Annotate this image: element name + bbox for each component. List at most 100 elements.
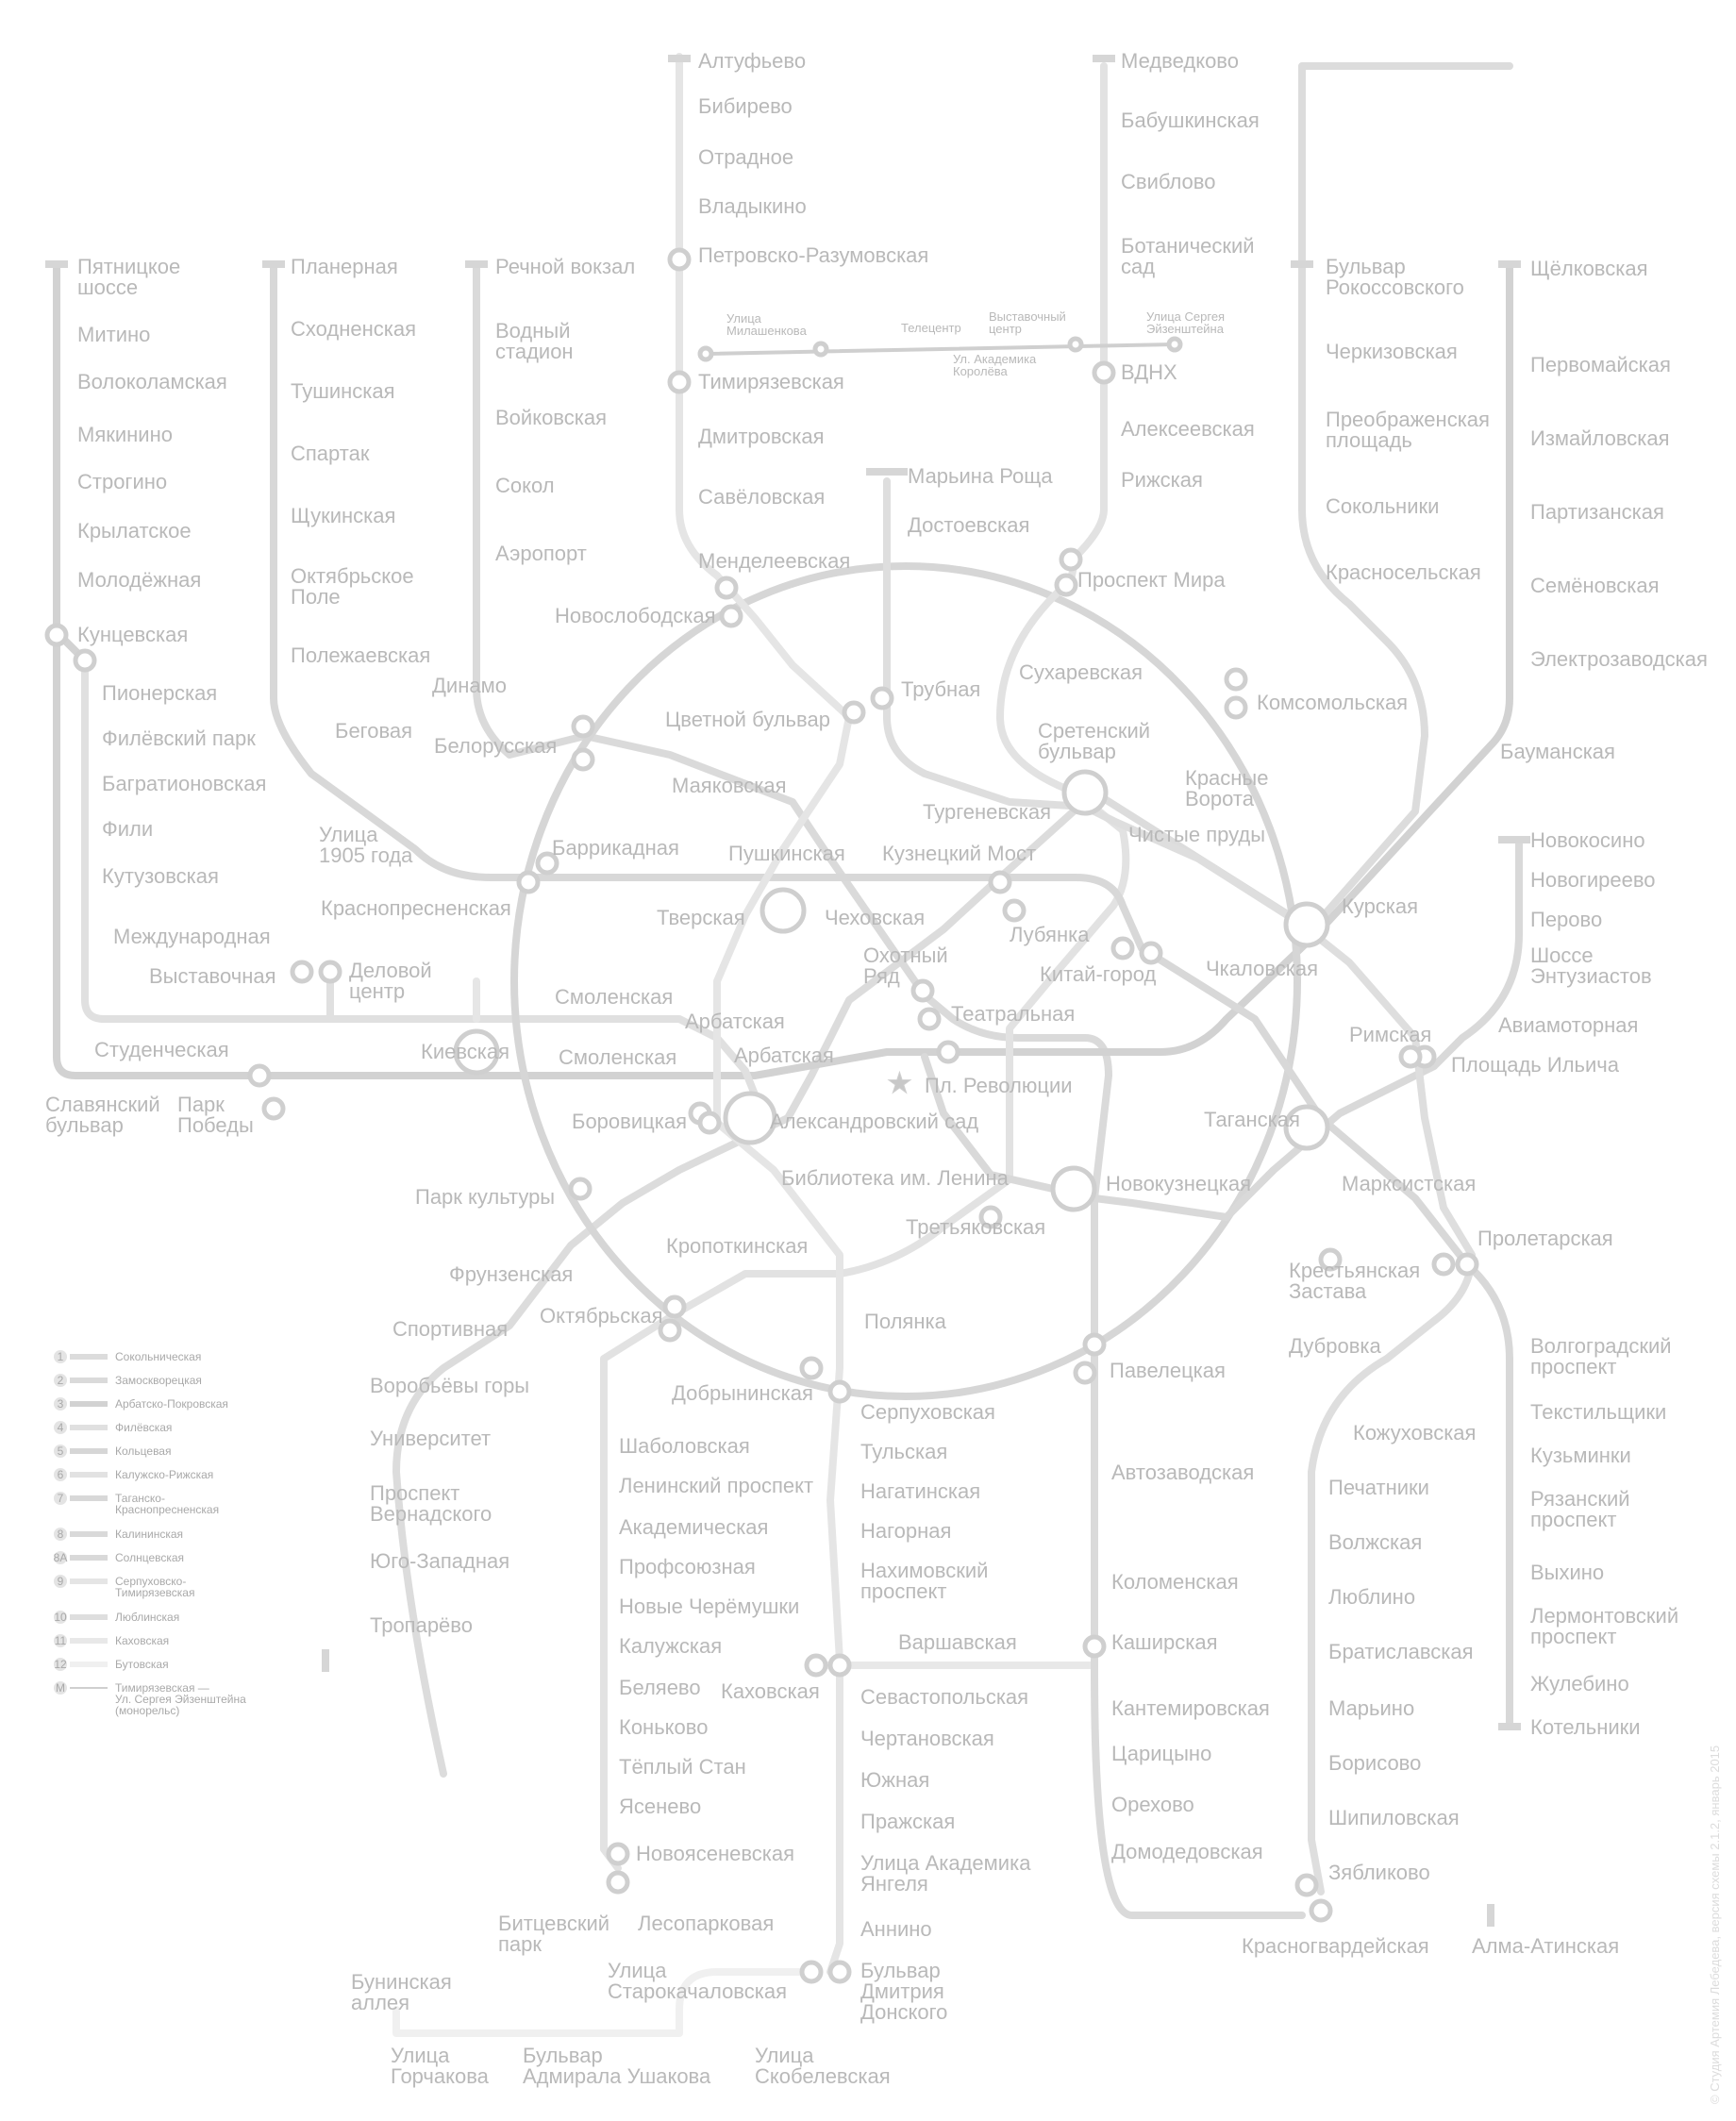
node [571,747,595,772]
station-label: Шаболовская [619,1434,750,1458]
station-label: Люблино [1328,1585,1415,1609]
station-label: Трубная [901,677,980,701]
station-label: Дубровка [1289,1334,1381,1358]
legend-line-number [54,1445,67,1458]
station-label: Тропарёво [370,1613,473,1637]
station-label: Кантемировская [1111,1696,1270,1720]
station-label: Пушкинская [728,842,845,865]
station-label: Выхино [1530,1561,1604,1584]
station-label: Спортивная [392,1317,508,1341]
legend-line-name: Солнцевская [115,1551,184,1564]
node [1166,336,1183,353]
legend-line-name: Кольцевая [115,1445,171,1458]
station-label: Волжская [1328,1530,1422,1554]
station-label: Полянка [864,1310,947,1333]
station-label: Марьина Роща [908,464,1053,488]
station-label: Спартак [291,442,370,465]
station-label: Кропоткинская [666,1234,808,1258]
station-label: Парк культуры [415,1185,555,1209]
station-label: Динамо [432,674,507,697]
station-label: Университет [370,1427,491,1450]
station-label: Южная [860,1768,929,1792]
station-label: Измайловская [1530,426,1670,450]
station-label: Строгино [77,470,167,493]
station-label: Павелецкая [1110,1359,1226,1382]
station-label: Нагатинская [860,1479,980,1503]
station-label: Царицыно [1111,1742,1211,1765]
station-label: Цветной бульвар [665,708,830,731]
station-label: Тульская [860,1440,947,1463]
station-label: Сокольники [1326,494,1439,518]
station-label: Первомайская [1530,353,1671,376]
legend-line-name: Каховская [115,1634,169,1647]
station-label: Кутузовская [102,864,219,888]
monorail-label: Телецентр [901,321,961,335]
station-label: Щукинская [291,504,395,527]
station-label: Митино [77,323,150,346]
node [290,960,314,984]
legend-line-name: Сокольническая [115,1350,201,1363]
station-label: Лубянка [1010,923,1090,946]
legend-line-name: Калужско-Рижская [115,1468,213,1481]
node [1224,667,1248,692]
line-7-taganskaya [270,260,1513,1730]
station-label: Тёплый Стан [619,1755,746,1779]
station-label: Савёловская [698,485,825,509]
legend-line-name: Бутовская [115,1658,169,1671]
legend-line-number [54,1681,67,1695]
node [988,870,1012,894]
station-label: Новоясеневская [636,1842,794,1865]
legend-line-name: Серпуховско-Тимирязевская [115,1575,194,1599]
node [697,1111,722,1135]
legend-line-number-text: 8А [54,1551,68,1564]
station-label: Римская [1349,1023,1431,1046]
node [1318,1247,1343,1272]
station-label: Щёлковская [1530,257,1648,280]
node [606,1842,630,1866]
node [1059,547,1083,572]
station-label: Домодедовская [1111,1840,1263,1863]
station-label: Чкаловская [1206,957,1318,980]
node [697,345,714,362]
copyright-credit: © Студия Артемия Лебедева, версия схемы … [1708,1745,1722,2104]
node [1455,1252,1479,1277]
node [606,1870,630,1895]
station-label: Китай-город [1040,962,1157,986]
station-label: Марьино [1328,1696,1414,1720]
station-label: Арбатская [734,1044,834,1067]
station-label: Бибирево [698,94,793,118]
legend-line-number-text: 1 [58,1350,64,1363]
station-label: Нагорная [860,1519,951,1543]
line-3-arbatsko-pokrovskaya [53,260,1513,1079]
station-label: Воробьёвы горы [370,1374,529,1397]
station-label: Полежаевская [291,643,430,667]
station-label: Пл. Революции [925,1074,1073,1097]
station-label: Молодёжная [77,568,201,592]
station-label: Смоленская [555,985,673,1009]
station-label: Октябрьская [540,1304,663,1328]
station-label: Комсомольская [1257,691,1408,714]
station-label: Площадь Ильича [1451,1053,1620,1077]
node [516,870,541,894]
legend-line-number [54,1528,67,1541]
node [714,576,739,600]
station-label: Текстильщики [1530,1400,1666,1424]
station-label: Кузнецкий Мост [882,842,1036,865]
station-label: Волоколамская [77,370,227,393]
station-label: Рижская [1121,468,1203,492]
station-label: Красносельская [1326,560,1481,584]
legend-line-number [54,1468,67,1481]
station-label: Чеховская [825,906,925,929]
